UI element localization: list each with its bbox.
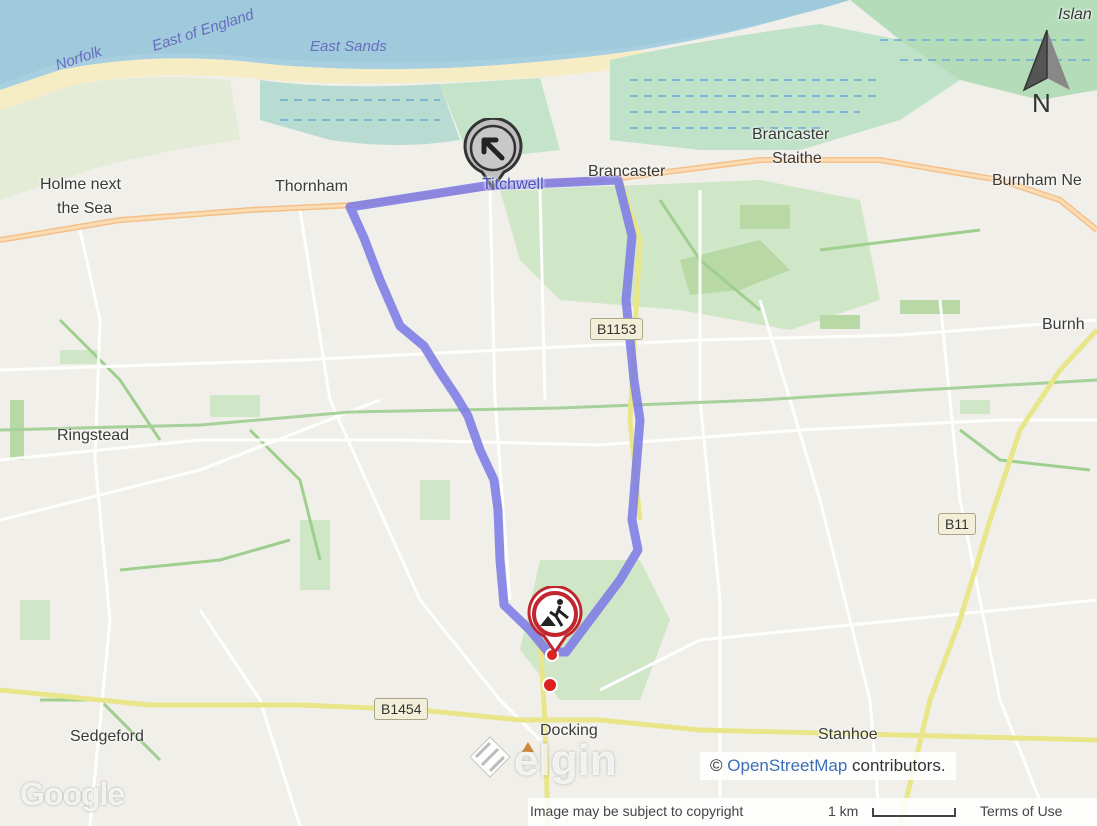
route-path[interactable] — [345, 175, 645, 657]
place-label-burnham-ne: Burnham Ne — [992, 172, 1082, 189]
road-label-b11: B11 — [938, 513, 976, 535]
place-label-islan: Islan — [1058, 6, 1092, 23]
elgin-logo: elgin — [468, 735, 617, 786]
place-label-ringstead: Ringstead — [57, 427, 130, 444]
map-footer: Image may be subject to copyright 1 km T… — [528, 798, 1097, 826]
google-logo: Google — [20, 776, 125, 812]
arrow-up-left-icon[interactable] — [462, 118, 524, 190]
elgin-logo-text: elgin — [514, 736, 617, 785]
scale-bar — [872, 808, 956, 817]
place-label-burnh: Burnh — [1042, 316, 1085, 333]
place-label-holme: Holme next — [40, 176, 121, 193]
elgin-mark-icon — [468, 735, 512, 779]
place-label-docking: Docking — [540, 722, 598, 739]
terms-of-use-link[interactable]: Terms of Use — [980, 803, 1063, 819]
place-label-brancaster: Brancaster — [588, 163, 666, 180]
road-label-b1454: B1454 — [374, 698, 429, 720]
place-label-thornham: Thornham — [275, 178, 348, 195]
area-label-east-sands: East Sands — [310, 38, 387, 55]
attribution: © OpenStreetMap contributors. — [700, 752, 956, 780]
compass-label: N — [1032, 88, 1051, 118]
roadworks-icon[interactable] — [526, 586, 584, 654]
place-label-brancaster-staithe-2: Staithe — [772, 150, 822, 167]
copyright-notice: Image may be subject to copyright — [530, 803, 744, 819]
openstreetmap-link[interactable]: OpenStreetMap — [727, 756, 848, 775]
compass-icon[interactable] — [1012, 28, 1082, 118]
copyright-symbol: © — [710, 756, 723, 775]
place-label-stanhoe: Stanhoe — [818, 726, 878, 743]
scale-label: 1 km — [828, 803, 859, 819]
place-label-holme-2: the Sea — [57, 200, 113, 217]
attribution-suffix: contributors. — [852, 756, 946, 775]
place-label-titchwell: Titchwell — [482, 176, 544, 193]
road-label-b1153: B1153 — [590, 318, 644, 340]
place-label-brancaster-staithe: Brancaster — [752, 126, 830, 143]
place-label-sedgeford: Sedgeford — [70, 728, 144, 745]
